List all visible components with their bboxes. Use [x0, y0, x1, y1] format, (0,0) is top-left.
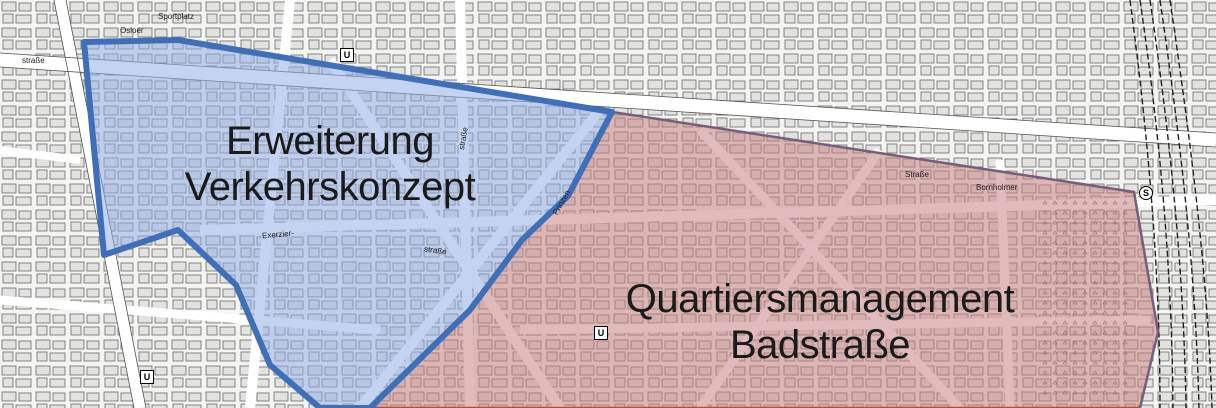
- quartier-label: Quartiersmanagement Badstraße: [560, 276, 1080, 368]
- quartier-label-line2: Badstraße: [729, 323, 911, 367]
- street-label-strasse-right: Straße: [905, 170, 930, 179]
- ubahn-station-icon[interactable]: U: [594, 326, 608, 340]
- erweiterung-label-line2: Verkehrskonzept: [184, 165, 476, 209]
- ubahn-station-icon[interactable]: U: [340, 48, 354, 62]
- erweiterung-label-line1: Erweiterung: [226, 119, 434, 163]
- sbahn-station-icon[interactable]: S: [1139, 186, 1153, 200]
- quartier-label-line1: Quartiersmanagement: [625, 277, 1015, 321]
- erweiterung-area[interactable]: [81, 37, 615, 408]
- street-label-strasse-left: straße: [22, 56, 45, 65]
- quartier-border-outline: [611, 111, 1160, 408]
- erweiterung-label: Erweiterung Verkehrskonzept: [150, 118, 510, 210]
- ubahn-station-icon[interactable]: U: [140, 370, 154, 384]
- street-label-sportplatz: Sportplatz: [158, 12, 195, 21]
- street-label-bornholmer: Bornholmer: [976, 183, 1018, 192]
- street-label-osloer: Osloer: [120, 26, 144, 35]
